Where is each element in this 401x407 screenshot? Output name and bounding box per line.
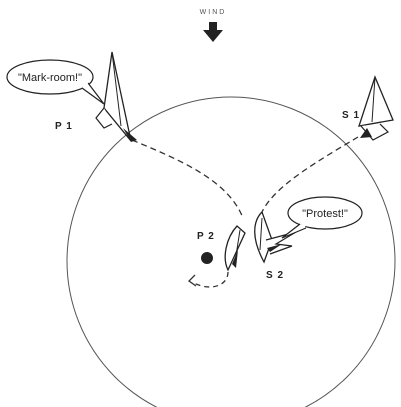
boat-label-p2: P 2 xyxy=(197,231,215,242)
boat-label-s1: S 1 xyxy=(342,110,360,121)
mark xyxy=(201,252,213,264)
boat-label-p1: P 1 xyxy=(55,121,73,132)
speech-bubble-p1 xyxy=(6,59,105,105)
speech-bubble-s2 xyxy=(281,196,363,239)
boat-s1 xyxy=(358,75,394,141)
callout-text-p1: "Mark-room!" xyxy=(18,72,82,84)
boat-p2 xyxy=(224,225,246,272)
arrowhead-icon xyxy=(187,274,197,287)
p1-track xyxy=(131,139,244,219)
wind-label: WIND xyxy=(200,9,227,16)
boat-s2 xyxy=(254,210,297,264)
callout-text-s2: "Protest!" xyxy=(302,208,348,220)
p2-track-arc xyxy=(191,271,229,288)
boat-p1 xyxy=(95,51,137,142)
zone-circle xyxy=(66,96,396,407)
wind-arrow-icon xyxy=(203,22,223,42)
boat-label-s2: S 2 xyxy=(266,270,284,281)
s1-track xyxy=(261,136,359,213)
